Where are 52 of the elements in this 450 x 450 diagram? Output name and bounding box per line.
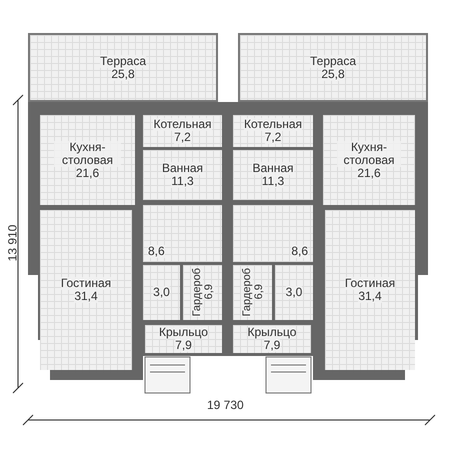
room-area: 11,3: [171, 175, 194, 188]
room: [143, 265, 180, 320]
room-area: 8,6: [291, 245, 308, 258]
dimension-label: 13 910: [5, 224, 20, 262]
room-area: 11,3: [262, 175, 284, 188]
room: [233, 115, 313, 147]
room-area: 6,9: [252, 284, 264, 300]
hall: [233, 205, 313, 262]
room-area: 3,0: [286, 286, 302, 299]
room-name: Терраса: [100, 54, 146, 68]
room-area: 25,8: [321, 68, 345, 80]
room-name: Гардероб: [190, 268, 202, 317]
room-area: 31,4: [74, 290, 98, 303]
room-name: Ванная: [252, 162, 294, 175]
room: [325, 210, 415, 370]
room-name: Котельная: [153, 118, 212, 131]
room-name: Котельная: [244, 118, 302, 131]
room: [233, 150, 313, 200]
room-name: Гостиная: [344, 277, 396, 290]
terrace: [28, 33, 218, 102]
room: [145, 325, 222, 353]
room-name: Гардероб: [240, 268, 252, 317]
room-name: Кухня-столовая: [54, 140, 121, 166]
room-area: 31,4: [358, 290, 382, 303]
room: [323, 115, 415, 205]
room-name: Ванная: [162, 162, 204, 175]
room: [233, 325, 311, 353]
dimension-label: 19 730: [207, 398, 244, 412]
room: [40, 210, 132, 370]
room-area: 6,9: [202, 284, 214, 300]
room: [183, 265, 222, 320]
hall: [143, 205, 222, 262]
room-area: 7,2: [174, 131, 191, 144]
room-area: 25,8: [111, 68, 135, 80]
room-area: 7,9: [264, 339, 280, 352]
room-name: Кухня-столовая: [337, 140, 401, 166]
room-name: Крыльцо: [159, 326, 208, 339]
room: [233, 265, 272, 320]
room-name: Крыльцо: [248, 326, 296, 339]
room-area: 7,2: [264, 131, 282, 144]
room-name: Гостиная: [60, 277, 112, 290]
terrace: [238, 33, 428, 102]
room-area: 8,6: [148, 245, 165, 258]
room-name: Терраса: [310, 54, 356, 68]
room: [40, 115, 135, 205]
room-area: 21,6: [76, 166, 100, 180]
room-area: 7,9: [175, 339, 192, 352]
room: [275, 265, 313, 320]
room-area: 3,0: [153, 286, 170, 299]
room: [143, 150, 222, 200]
room: [143, 115, 222, 147]
room-area: 21,6: [357, 166, 381, 180]
